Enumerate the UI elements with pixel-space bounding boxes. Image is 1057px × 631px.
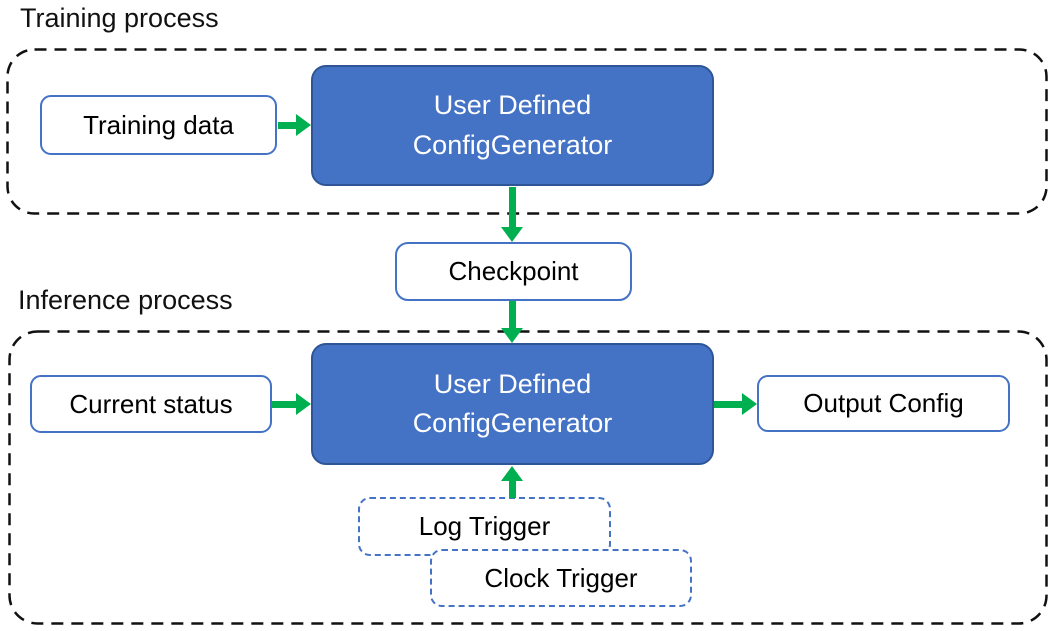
arrow-current-status-to-generator xyxy=(272,393,311,415)
clock-trigger-label: Clock Trigger xyxy=(484,562,638,593)
training-process-title: Training process xyxy=(20,3,219,33)
generator-label-line1: User Defined xyxy=(433,368,592,399)
inference-process-container xyxy=(8,330,1048,625)
output-config-box: Output Config xyxy=(757,375,1010,432)
log-trigger-box: Log Trigger xyxy=(358,497,611,556)
generator-label-line1: User Defined xyxy=(433,90,592,121)
arrow-generator-to-output-config xyxy=(714,393,757,415)
training-process-container xyxy=(6,48,1048,215)
arrow-generator-to-checkpoint xyxy=(501,187,523,242)
arrow-shaft xyxy=(272,400,296,408)
output-config-label: Output Config xyxy=(803,388,964,418)
generator-label-line2: ConfigGenerator xyxy=(412,129,613,160)
inference-config-generator-box: User Defined ConfigGenerator xyxy=(311,343,714,465)
arrow-shaft xyxy=(508,481,516,498)
arrow-head xyxy=(296,393,311,415)
arrow-training-data-to-generator xyxy=(278,114,311,136)
current-status-box: Current status xyxy=(30,375,272,433)
checkpoint-label: Checkpoint xyxy=(448,256,579,286)
arrow-head xyxy=(501,328,523,343)
clock-trigger-box: Clock Trigger xyxy=(430,549,692,607)
inference-container-dashed-border xyxy=(8,330,1048,625)
training-config-generator-box: User Defined ConfigGenerator xyxy=(311,65,714,186)
training-container-dashed-border xyxy=(6,48,1048,215)
log-trigger-label: Log Trigger xyxy=(418,511,551,541)
current-status-label: Current status xyxy=(69,388,233,419)
inference-process-title: Inference process xyxy=(18,285,233,315)
arrow-head xyxy=(296,114,311,136)
checkpoint-box: Checkpoint xyxy=(395,242,632,301)
arrow-head xyxy=(742,393,757,415)
arrow-head xyxy=(501,466,523,481)
arrow-head xyxy=(501,227,523,242)
arrow-checkpoint-to-inference-generator xyxy=(501,301,523,343)
arrow-shaft xyxy=(278,121,296,129)
arrow-shaft xyxy=(508,301,516,328)
arrow-shaft xyxy=(714,400,742,408)
generator-label-line2: ConfigGenerator xyxy=(412,408,613,438)
training-data-label: Training data xyxy=(83,109,234,140)
arrow-shaft xyxy=(508,187,516,227)
arrow-triggers-to-generator xyxy=(501,466,523,498)
training-data-box: Training data xyxy=(40,95,277,155)
